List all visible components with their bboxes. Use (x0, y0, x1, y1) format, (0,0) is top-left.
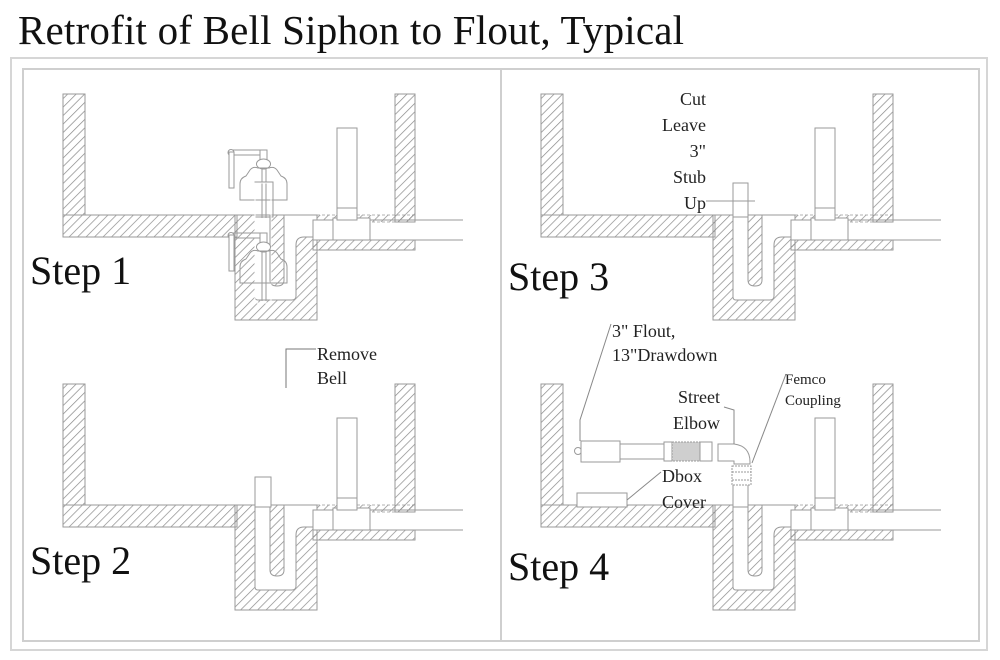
street-elbow (717, 443, 751, 465)
note-remove-bell: Remove Bell (317, 344, 377, 388)
note-dbox-cover: Dbox Cover (662, 466, 706, 512)
bell-siphon (227, 149, 288, 219)
step-4-label: Step 4 (508, 544, 610, 589)
standpipe (254, 476, 272, 508)
panel-divider (500, 68, 502, 642)
flout-float (574, 447, 582, 455)
diagram-title: Retrofit of Bell Siphon to Flout, Typica… (18, 7, 685, 53)
flout-leader (579, 323, 612, 441)
dbox-cover (576, 492, 628, 508)
step-2-drawing (62, 182, 464, 611)
remove-bell-leader (285, 348, 316, 388)
note-femco-coupling: Femco Coupling (785, 372, 841, 409)
femco-coupling (731, 465, 752, 486)
flout-assembly (574, 440, 713, 463)
step-1-label: Step 1 (30, 248, 132, 293)
dbox-leader (626, 471, 662, 501)
note-cut-stub: Cut Leave 3" Stub Up (662, 89, 706, 213)
flout-body (580, 440, 621, 463)
note-street-elbow: Street Elbow (673, 387, 720, 433)
step-3-label: Step 3 (508, 254, 610, 299)
step-3-drawing (540, 93, 942, 321)
threaded-adapter (671, 441, 701, 462)
stub-up (732, 182, 749, 218)
flout-pipe (619, 443, 666, 460)
femco-leader (751, 373, 787, 464)
note-flout: 3" Flout, 13"Drawdown (612, 321, 718, 365)
step-2-label: Step 2 (30, 538, 132, 583)
elbow-leader (723, 406, 735, 444)
outer-frame (10, 57, 988, 651)
